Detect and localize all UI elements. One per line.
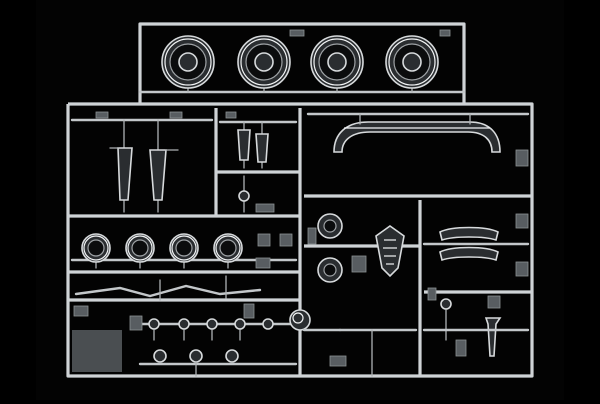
small-rings	[138, 349, 298, 377]
lever-parts	[422, 213, 530, 277]
wheel-hubs	[138, 29, 466, 94]
knob-parts	[422, 287, 530, 357]
wheel-hub	[310, 35, 364, 93]
ring-parts	[307, 213, 367, 283]
strut-parts	[73, 275, 262, 319]
linkage-parts	[129, 315, 298, 341]
wheel-hub	[161, 35, 215, 93]
small-parts	[218, 111, 298, 213]
wheel-hub	[385, 35, 439, 93]
sprue-tag	[72, 330, 122, 372]
bumper-part	[306, 112, 530, 167]
gate-knot	[289, 309, 342, 332]
sprue-frame	[66, 22, 534, 378]
rod-parts	[70, 111, 214, 213]
wheel-hub	[237, 35, 291, 93]
small-hubs	[70, 233, 298, 269]
grille-part	[375, 225, 405, 278]
lower-runner	[329, 328, 418, 377]
